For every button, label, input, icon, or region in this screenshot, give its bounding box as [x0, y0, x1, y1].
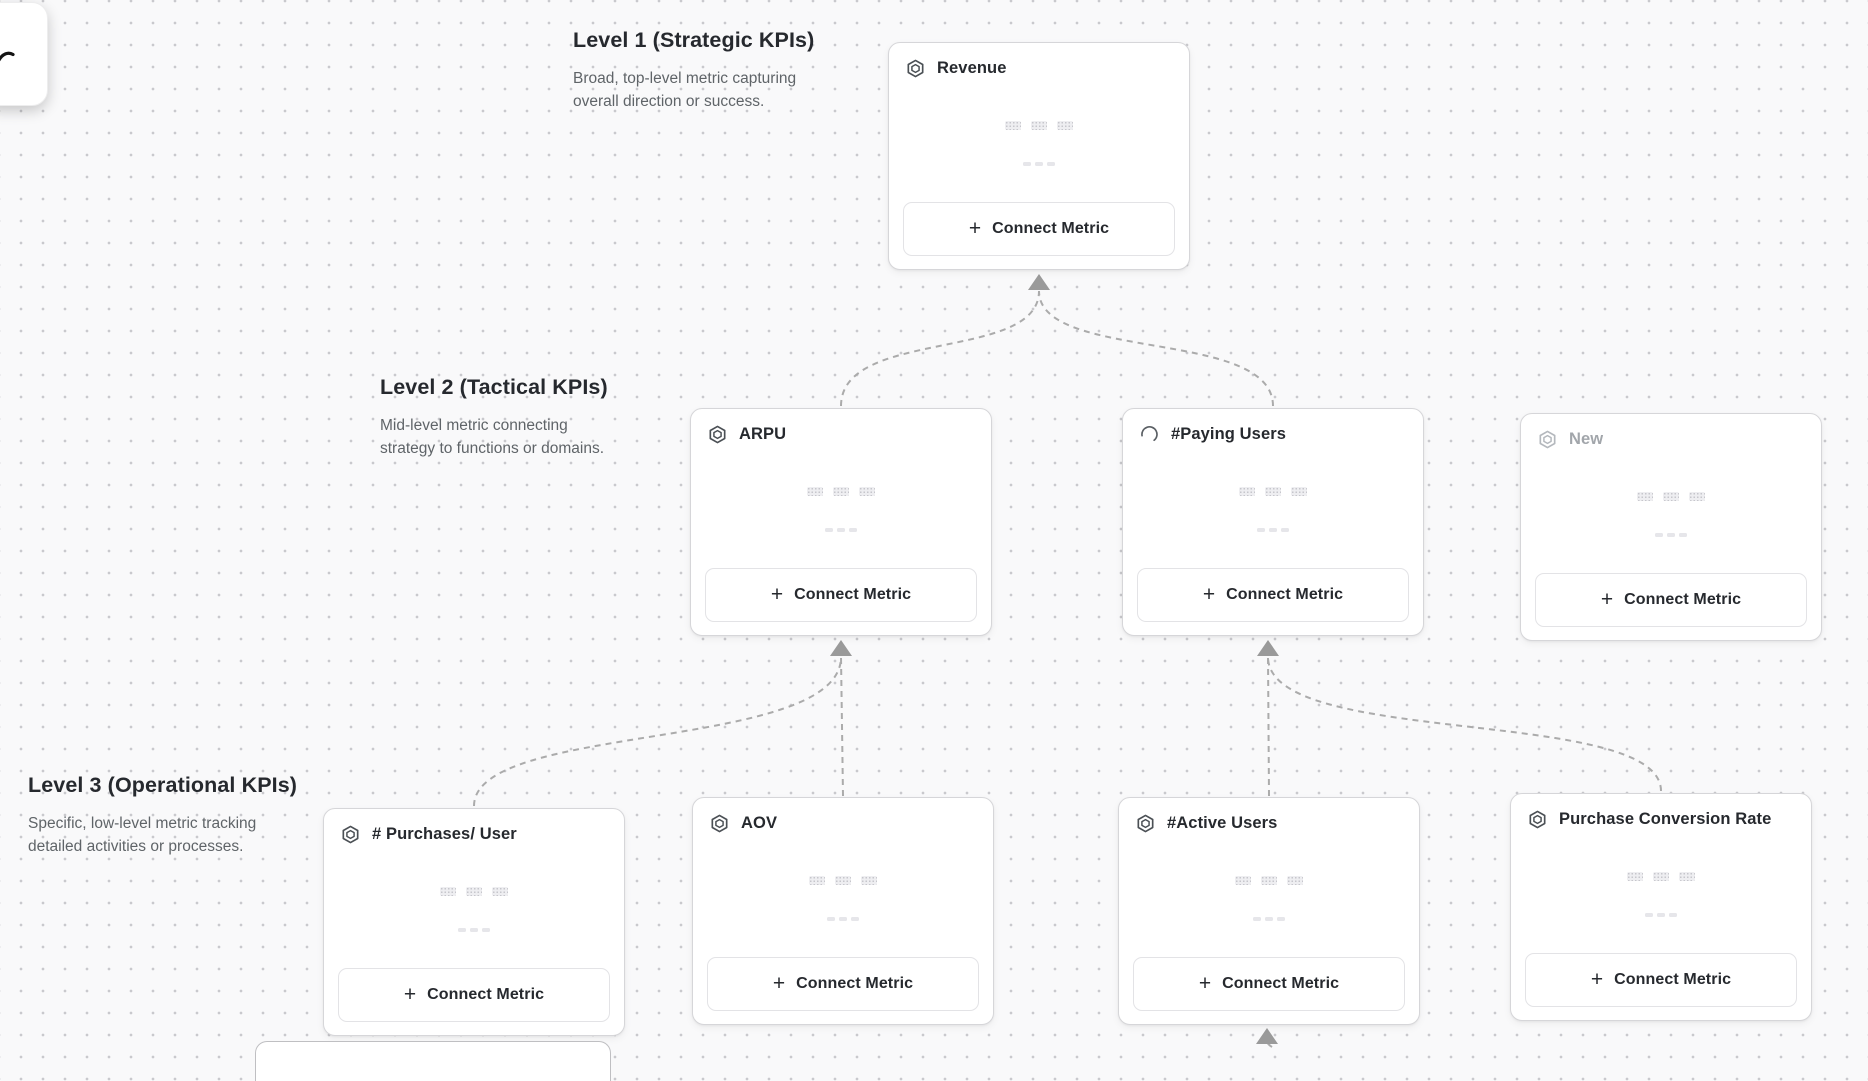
metric-value-skeleton [1119, 876, 1419, 885]
metric-value-skeleton [693, 876, 993, 885]
level-3-desc-line1: Specific, low-level metric tracking [28, 815, 257, 832]
edge-active-paying [1267, 656, 1270, 797]
hexagon-icon [340, 824, 361, 845]
metric-value-skeleton [324, 887, 624, 896]
metric-subvalue-skeleton [1521, 533, 1821, 537]
edge-purchases-arpu [473, 656, 842, 807]
plus-icon: + [1600, 587, 1614, 611]
metric-subvalue-skeleton [693, 917, 993, 921]
metric-value-skeleton [1123, 487, 1423, 496]
hexagon-icon [1527, 809, 1548, 830]
tool-panel-partial[interactable] [0, 2, 48, 106]
metric-value-skeleton [691, 487, 991, 496]
arrowhead-into-active [1256, 1028, 1278, 1044]
arrowhead-into-revenue [1028, 274, 1050, 290]
level-1-desc-line2: overall direction or success. [573, 93, 765, 110]
metric-card-title: ARPU [739, 425, 787, 443]
connect-metric-button[interactable]: + Connect Metric [338, 968, 610, 1022]
connect-metric-button[interactable]: + Connect Metric [1133, 957, 1405, 1011]
spinner-icon [1139, 424, 1160, 445]
metric-subvalue-skeleton [1511, 913, 1811, 917]
hexagon-icon [1135, 813, 1156, 834]
metric-card-title: Purchase Conversion Rate [1559, 810, 1772, 828]
level-2-desc-line2: strategy to functions or domains. [380, 440, 605, 457]
metric-subvalue-skeleton [1123, 528, 1423, 532]
plus-icon: + [1590, 967, 1604, 991]
metric-subvalue-skeleton [1119, 917, 1419, 921]
metric-card-active-users[interactable]: #Active Users + Connect Metric [1118, 797, 1420, 1025]
metric-subvalue-skeleton [889, 162, 1189, 166]
metric-card-arpu[interactable]: ARPU + Connect Metric [690, 408, 992, 636]
connect-metric-button[interactable]: + Connect Metric [1137, 568, 1409, 622]
level-2-desc-line1: Mid-level metric connecting [380, 417, 568, 434]
metric-card-purchase-conversion-rate[interactable]: Purchase Conversion Rate + Connect Metri… [1510, 793, 1812, 1021]
metric-card-title: # Purchases/ User [372, 825, 517, 843]
plus-icon: + [1202, 582, 1216, 606]
tool-icon [0, 51, 15, 62]
arrowhead-into-paying [1257, 640, 1279, 656]
plus-icon: + [772, 971, 786, 995]
metric-card-title: #Active Users [1167, 814, 1278, 832]
level-3-title: Level 3 (Operational KPIs) [28, 773, 298, 797]
edge-aov-arpu [840, 656, 844, 797]
metric-value-skeleton [889, 121, 1189, 130]
connect-metric-button[interactable]: + Connect Metric [903, 202, 1175, 256]
edge-paying-revenue [1038, 290, 1274, 407]
connect-metric-button[interactable]: + Connect Metric [705, 568, 977, 622]
plus-icon: + [403, 982, 417, 1006]
edge-pcr-paying [1267, 656, 1662, 792]
metric-card-revenue[interactable]: Revenue + Connect Metric [888, 42, 1190, 270]
plus-icon: + [770, 582, 784, 606]
metric-card-aov[interactable]: AOV + Connect Metric [692, 797, 994, 1025]
metric-card-title: New [1569, 430, 1604, 448]
level-3-label: Level 3 (Operational KPIs) Specific, low… [28, 773, 297, 858]
level-3-desc-line2: detailed activities or processes. [28, 838, 244, 855]
level-2-title: Level 2 (Tactical KPIs) [380, 375, 608, 399]
metric-card-new[interactable]: New + Connect Metric [1520, 413, 1822, 641]
metric-card-title: Revenue [937, 59, 1007, 77]
arrowhead-into-arpu [830, 640, 852, 656]
connector-edges [473, 274, 1662, 1048]
level-2-label: Level 2 (Tactical KPIs) Mid-level metric… [380, 375, 608, 460]
metric-card-partial[interactable] [255, 1041, 611, 1081]
hexagon-icon [707, 424, 728, 445]
level-1-title: Level 1 (Strategic KPIs) [573, 28, 815, 52]
connect-metric-button[interactable]: + Connect Metric [1535, 573, 1807, 627]
level-1-label: Level 1 (Strategic KPIs) Broad, top-leve… [573, 28, 814, 113]
plus-icon: + [968, 216, 982, 240]
connect-metric-button[interactable]: + Connect Metric [707, 957, 979, 1011]
plus-icon: + [1198, 971, 1212, 995]
hexagon-icon [905, 58, 926, 79]
connect-metric-button[interactable]: + Connect Metric [1525, 953, 1797, 1007]
metric-card-title: AOV [741, 814, 778, 832]
metric-card-title: #Paying Users [1171, 425, 1287, 443]
edge-arpu-revenue [840, 290, 1040, 407]
metric-card-paying-users[interactable]: #Paying Users + Connect Metric [1122, 408, 1424, 636]
metric-subvalue-skeleton [324, 928, 624, 932]
metric-value-skeleton [1511, 872, 1811, 881]
metric-subvalue-skeleton [691, 528, 991, 532]
level-1-desc-line1: Broad, top-level metric capturing [573, 70, 797, 87]
hexagon-icon [709, 813, 730, 834]
metric-card-purchases-per-user[interactable]: # Purchases/ User + Connect Metric [323, 808, 625, 1036]
metric-value-skeleton [1521, 492, 1821, 501]
hexagon-icon [1537, 429, 1558, 450]
